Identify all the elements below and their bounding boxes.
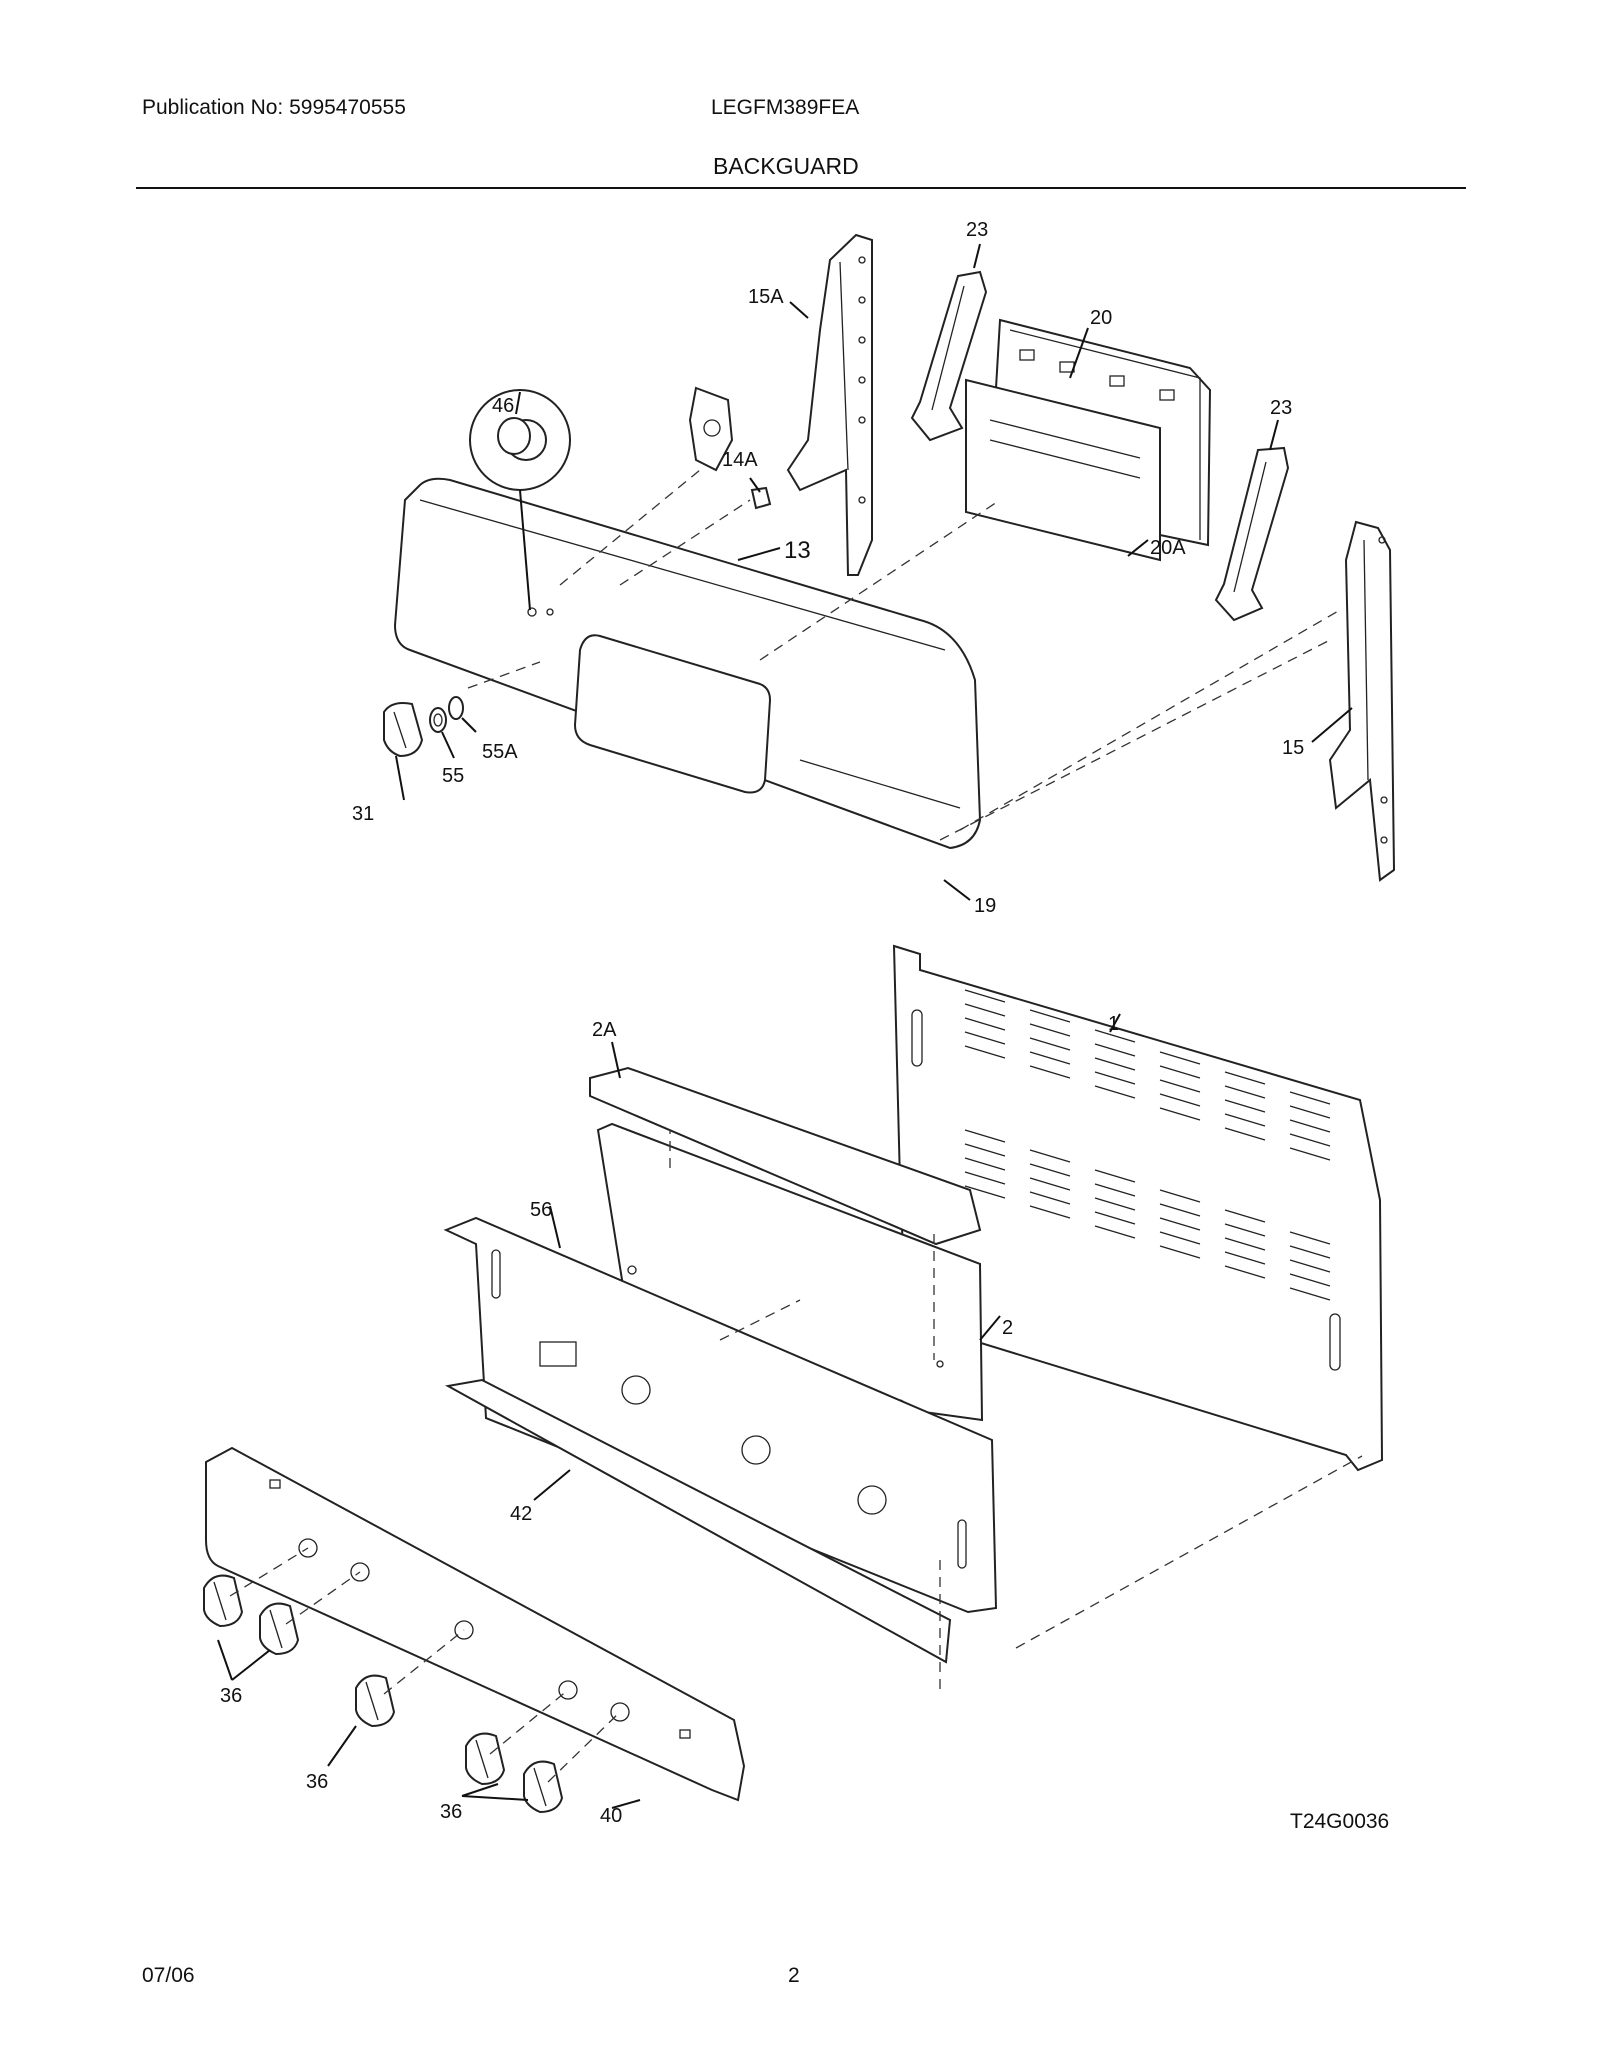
callout-56: 56 [530,1199,552,1221]
callout-55: 55 [442,765,464,787]
footer-date: 07/06 [142,1964,195,1987]
part-heat-shield-2A [589,1066,982,1246]
callout-15: 15 [1282,737,1304,759]
part-manifold-panel-40 [205,1446,746,1802]
callout-2: 2 [1002,1317,1013,1339]
part-switch-cap-14A [750,486,772,510]
section-title: BACKGUARD [713,153,859,179]
part-burner-knob [355,1674,396,1728]
part-backguard-panel [393,477,982,850]
callout-55A: 55A [482,741,518,763]
part-washer-55A [448,696,464,720]
part-burner-knob [523,1760,564,1814]
part-side-bracket-right [1328,520,1396,882]
callout-36-a: 36 [220,1685,242,1707]
callout-1: 1 [1108,1013,1119,1035]
part-side-bracket-left [786,233,873,576]
callout-42: 42 [510,1503,532,1525]
header-divider [136,187,1466,189]
callout-14A: 14A [722,449,758,471]
part-rear-panel [892,944,1384,1472]
part-switch-13 [688,386,734,472]
model-number: LEGFM389FEA [711,96,860,119]
callout-13: 13 [784,537,811,564]
callout-23-top: 23 [966,219,988,241]
part-knob-zoom-circle [469,389,571,611]
part-burner-knob [259,1602,300,1656]
callout-20A: 20A [1150,537,1186,559]
callout-15A: 15A [748,286,784,308]
callout-19: 19 [974,895,996,917]
callout-23-right: 23 [1270,397,1292,419]
part-endcap-bracket-right [1214,446,1290,622]
callout-36-c: 36 [440,1801,462,1823]
callout-36-b: 36 [306,1771,328,1793]
callout-20: 20 [1090,307,1112,329]
publication-number: Publication No: 5995470555 [142,96,406,119]
part-knob-31 [383,702,424,758]
part-burner-knob [465,1732,506,1786]
part-endcap-bracket-left [910,270,988,442]
part-trim-strip-42 [445,1378,952,1664]
part-nut-55 [429,707,447,733]
callout-46: 46 [492,395,514,417]
diagram-code: T24G0036 [1290,1810,1390,1833]
callout-40: 40 [600,1805,622,1827]
callout-31: 31 [352,803,374,825]
part-burner-knob [203,1574,244,1628]
part-control-overlay [965,378,1161,562]
callout-2A: 2A [592,1019,617,1041]
part-manifold-panel-56 [443,1216,998,1614]
footer-page-number: 2 [788,1964,800,1987]
